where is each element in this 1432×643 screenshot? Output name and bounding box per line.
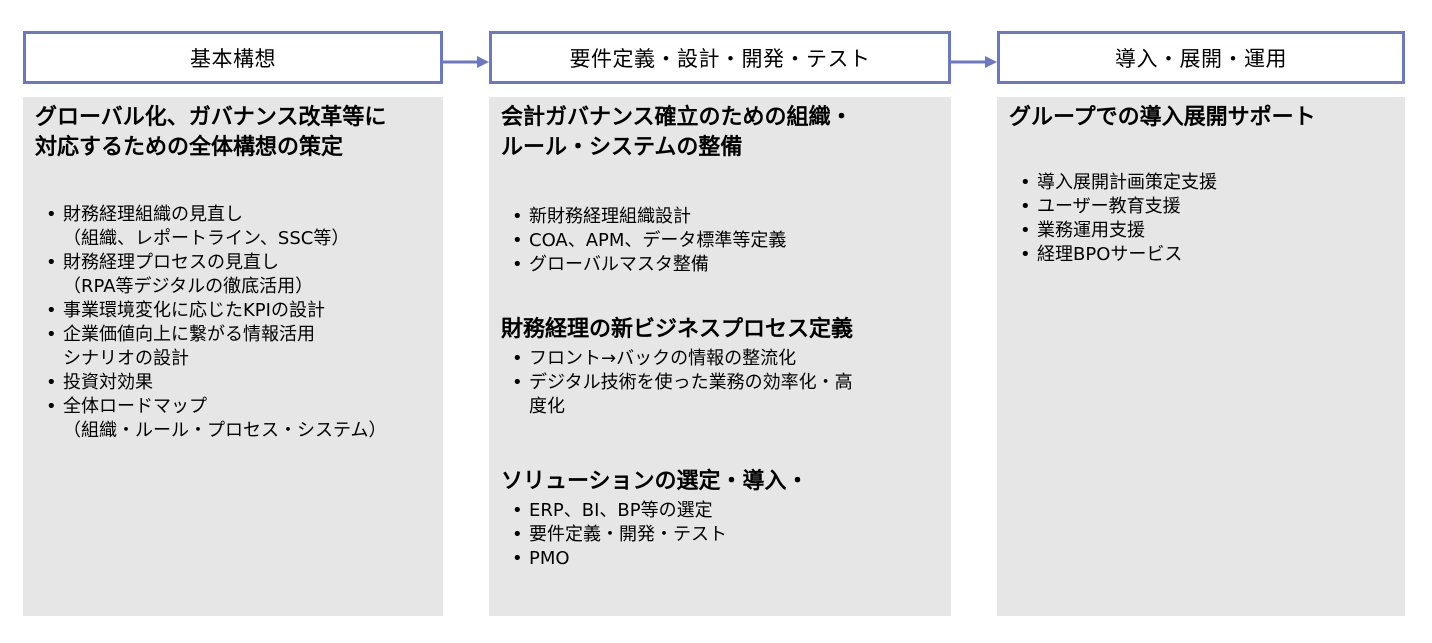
section-heading: 財務経理の新ビジネスプロセス定義 xyxy=(501,317,854,342)
list-item: COA、APM、データ標準等定義 xyxy=(501,229,943,253)
bullet-list: フロント→バックの情報の整流化 デジタル技術を使った業務の効率化・高度化 xyxy=(501,347,943,419)
list-item: 新財務経理組織設計 xyxy=(501,205,943,229)
list-item: 業務運用支援 xyxy=(1009,219,1397,243)
stage-header-3: 導入・展開・運用 xyxy=(997,31,1405,84)
list-item: デジタル技術を使った業務の効率化・高度化 xyxy=(501,371,943,419)
bullet-list: 財務経理組織の見直し（組織、レポートライン、SSC等） 財務経理プロセスの見直し… xyxy=(35,203,386,443)
bullet-list: 導入展開計画策定支援 ユーザー教育支援 業務運用支援 経理BPOサービス xyxy=(1009,171,1397,267)
panel-deployment-operation: グループでの導入展開サポート 導入展開計画策定支援 ユーザー教育支援 業務運用支… xyxy=(997,97,1405,616)
stage-title: 要件定義・設計・開発・テスト xyxy=(569,46,871,71)
section-heading: ソリューションの選定・導入・ xyxy=(501,469,809,494)
list-item: ERP、BI、BP等の選定 xyxy=(501,499,943,523)
stage-header-1: 基本構想 xyxy=(23,31,443,84)
list-item: 経理BPOサービス xyxy=(1009,243,1397,267)
list-item: 事業環境変化に応じたKPIの設計 xyxy=(35,299,386,323)
list-item: 投資対効果 xyxy=(35,371,386,395)
list-item: 全体ロードマップ（組織・ルール・プロセス・システム） xyxy=(35,395,386,443)
bullet-list: ERP、BI、BP等の選定 要件定義・開発・テスト PMO xyxy=(501,499,943,571)
list-item: グローバルマスタ整備 xyxy=(501,253,943,277)
list-item: 要件定義・開発・テスト xyxy=(501,523,943,547)
section-heading: 会計ガバナンス確立のための組織・ ルール・システムの整備 xyxy=(501,105,853,160)
stage-title: 基本構想 xyxy=(190,46,276,71)
panel-heading: グローバル化、ガバナンス改革等に 対応するための全体構想の策定 xyxy=(35,105,387,160)
panel-requirements-design: 会計ガバナンス確立のための組織・ ルール・システムの整備 新財務経理組織設計 C… xyxy=(489,97,951,616)
stage-header-2: 要件定義・設計・開発・テスト xyxy=(489,31,951,84)
list-item: PMO xyxy=(501,547,943,571)
panel-basic-concept: グローバル化、ガバナンス改革等に 対応するための全体構想の策定 財務経理組織の見… xyxy=(23,97,443,616)
arrow-right-icon xyxy=(951,56,997,68)
list-item: ユーザー教育支援 xyxy=(1009,195,1397,219)
list-item: 財務経理組織の見直し（組織、レポートライン、SSC等） xyxy=(35,203,386,251)
list-item: フロント→バックの情報の整流化 xyxy=(501,347,943,371)
stage-title: 導入・展開・運用 xyxy=(1115,46,1287,71)
arrow-right-icon xyxy=(443,56,489,68)
panel-heading: グループでの導入展開サポート xyxy=(1009,105,1316,130)
bullet-list: 新財務経理組織設計 COA、APM、データ標準等定義 グローバルマスタ整備 xyxy=(501,205,943,277)
list-item: 財務経理プロセスの見直し（RPA等デジタルの徹底活用） xyxy=(35,251,386,299)
list-item: 導入展開計画策定支援 xyxy=(1009,171,1397,195)
